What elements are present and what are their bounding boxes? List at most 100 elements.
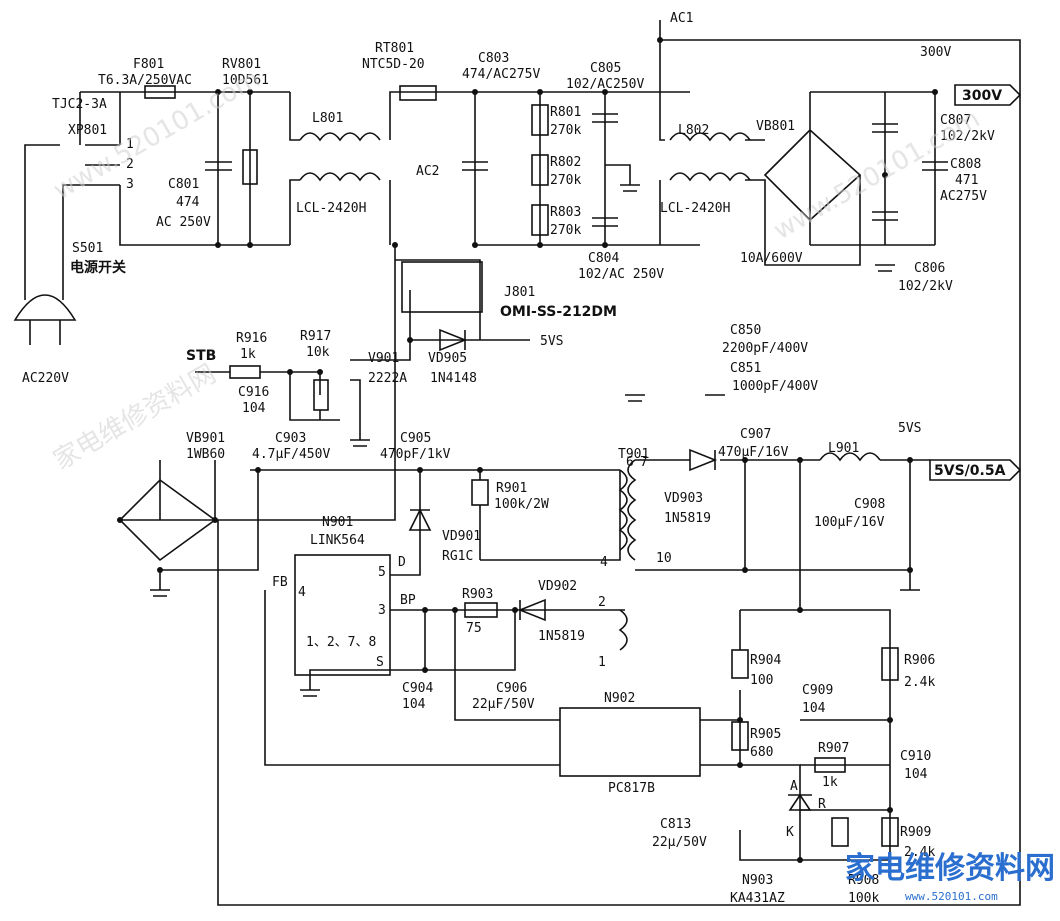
label-r801-value: 270k — [550, 123, 581, 138]
label-vb-rating: 10A/600V — [740, 251, 803, 266]
label-c908-value: 100μF/16V — [814, 515, 885, 530]
label-rt801: RT801 — [375, 41, 414, 56]
label-c905-value: 470pF/1kV — [380, 447, 451, 462]
label-rv801: RV801 — [222, 57, 261, 72]
label-l801: L801 — [312, 111, 343, 126]
label-c813: C813 — [660, 817, 691, 832]
label-vb901-value: 1WB60 — [186, 447, 225, 462]
label-vd901-value: RG1C — [442, 549, 473, 564]
label-f801: F801 — [133, 57, 164, 72]
label-c804-value: 102/AC 250V — [578, 267, 664, 282]
label-300v: 300V — [920, 45, 951, 60]
label-vd903-value: 1N5819 — [664, 511, 711, 526]
site-logo: 家电维修资料网 www.520101.com — [845, 851, 1055, 903]
label-c806: C806 — [914, 261, 945, 276]
label-vd905: VD905 — [428, 351, 467, 366]
label-r916: R916 — [236, 331, 267, 346]
label-tl431-a: A — [790, 779, 798, 794]
label-power-switch: 电源开关 — [70, 259, 126, 276]
label-c903: C903 — [275, 431, 306, 446]
label-r906-value: 2.4k — [904, 675, 935, 690]
label-pin2: 2 — [598, 595, 606, 610]
label-c807: C807 — [940, 113, 971, 128]
label-c805-value: 102/AC250V — [566, 77, 644, 92]
label-ac220v: AC220V — [22, 371, 69, 386]
label-n902-value: PC817B — [608, 781, 655, 796]
label-rt801-value: NTC5D-20 — [362, 57, 425, 72]
label-r901: R901 — [496, 481, 527, 496]
label-c808: C808 — [950, 157, 981, 172]
label-fb-pin: 4 — [298, 585, 306, 600]
label-l802: L802 — [678, 123, 709, 138]
label-r903: R903 — [462, 587, 493, 602]
label-vb901: VB901 — [186, 431, 225, 446]
label-r907: R907 — [818, 741, 849, 756]
symbols — [13, 84, 1022, 847]
label-c801-value2: AC 250V — [156, 215, 211, 230]
label-r906: R906 — [904, 653, 935, 668]
label-vd902: VD902 — [538, 579, 577, 594]
label-pin10: 10 — [656, 551, 672, 566]
label-r908: R908 — [848, 873, 879, 888]
label-c904-value: 104 — [402, 697, 426, 712]
label-s501: S501 — [72, 241, 103, 256]
labels: F801 T6.3A/250VAC RV801 10 D5 6 1 RT801 NTC… — [22, 11, 1006, 906]
label-vd902-value: 1N5819 — [538, 629, 585, 644]
label-r917-value: 10k — [306, 345, 330, 360]
label-c807-value: 102/2kV — [940, 129, 995, 144]
label-bp: BP — [400, 593, 416, 608]
label-c801: C801 — [168, 177, 199, 192]
label-v901: V901 — [368, 351, 399, 366]
label-r908-value: 100k — [848, 891, 879, 906]
label-r904: R904 — [750, 653, 781, 668]
label-tl431-k: K — [786, 825, 794, 840]
label-pin3: 3 — [378, 603, 386, 618]
label-r917: R917 — [300, 329, 331, 344]
label-r904-value: 100 — [750, 673, 773, 688]
label-ac2: AC2 — [416, 164, 439, 179]
label-c916: C916 — [238, 385, 269, 400]
label-c808-value2: AC275V — [940, 189, 987, 204]
label-vb801: VB801 — [756, 119, 795, 134]
label-r801: R801 — [550, 105, 581, 120]
label-n901-value: LINK564 — [310, 533, 365, 548]
label-r903-value: 75 — [466, 621, 482, 636]
logo-url: www.520101.com — [905, 890, 998, 903]
watermarks: www.520101.com 家电维修资料网 www.520101.com — [49, 64, 986, 476]
label-n903-value: KA431AZ — [730, 891, 785, 906]
label-n901: N901 — [322, 515, 353, 530]
output-5vs: 5VS/0.5A — [934, 463, 1006, 479]
label-pins: 1、2、7、8 — [306, 635, 376, 650]
logo-text: 家电维修资料网 — [845, 851, 1055, 886]
label-pin6: 6 — [626, 455, 634, 470]
label-pin7: 7 — [640, 455, 648, 470]
label-c909-value: 104 — [802, 701, 826, 716]
label-pin4: 4 — [600, 555, 608, 570]
label-vd905-value: 1N4148 — [430, 371, 477, 386]
label-c916-value: 104 — [242, 401, 266, 416]
label-c910: C910 — [900, 749, 931, 764]
label-r907-value: 1k — [822, 775, 838, 790]
label-r905-value: 680 — [750, 745, 773, 760]
label-tl431-r: R — [818, 797, 826, 812]
label-pin-d: D — [398, 555, 406, 570]
label-c851-value: 1000pF/400V — [732, 379, 818, 394]
wires — [24, 20, 1021, 906]
label-stb: STB — [186, 348, 216, 364]
pin-1: 1 — [126, 137, 134, 152]
label-c905: C905 — [400, 431, 431, 446]
pin-2: 2 — [126, 157, 134, 172]
label-f801-value: T6.3A/250VAC — [98, 73, 192, 88]
label-c808-value1: 471 — [955, 173, 978, 188]
junctions — [117, 37, 938, 863]
label-c906: C906 — [496, 681, 527, 696]
label-pin1: 1 — [598, 655, 606, 670]
label-c907-value: 470μF/16V — [718, 445, 789, 460]
output-300v: 300V — [962, 88, 1002, 104]
label-pin5: 5 — [378, 565, 386, 580]
label-tjc: TJC2-3A — [52, 97, 107, 112]
label-5vs: 5VS — [540, 334, 563, 349]
label-c904: C904 — [402, 681, 433, 696]
label-r916-value: 1k — [240, 347, 256, 362]
